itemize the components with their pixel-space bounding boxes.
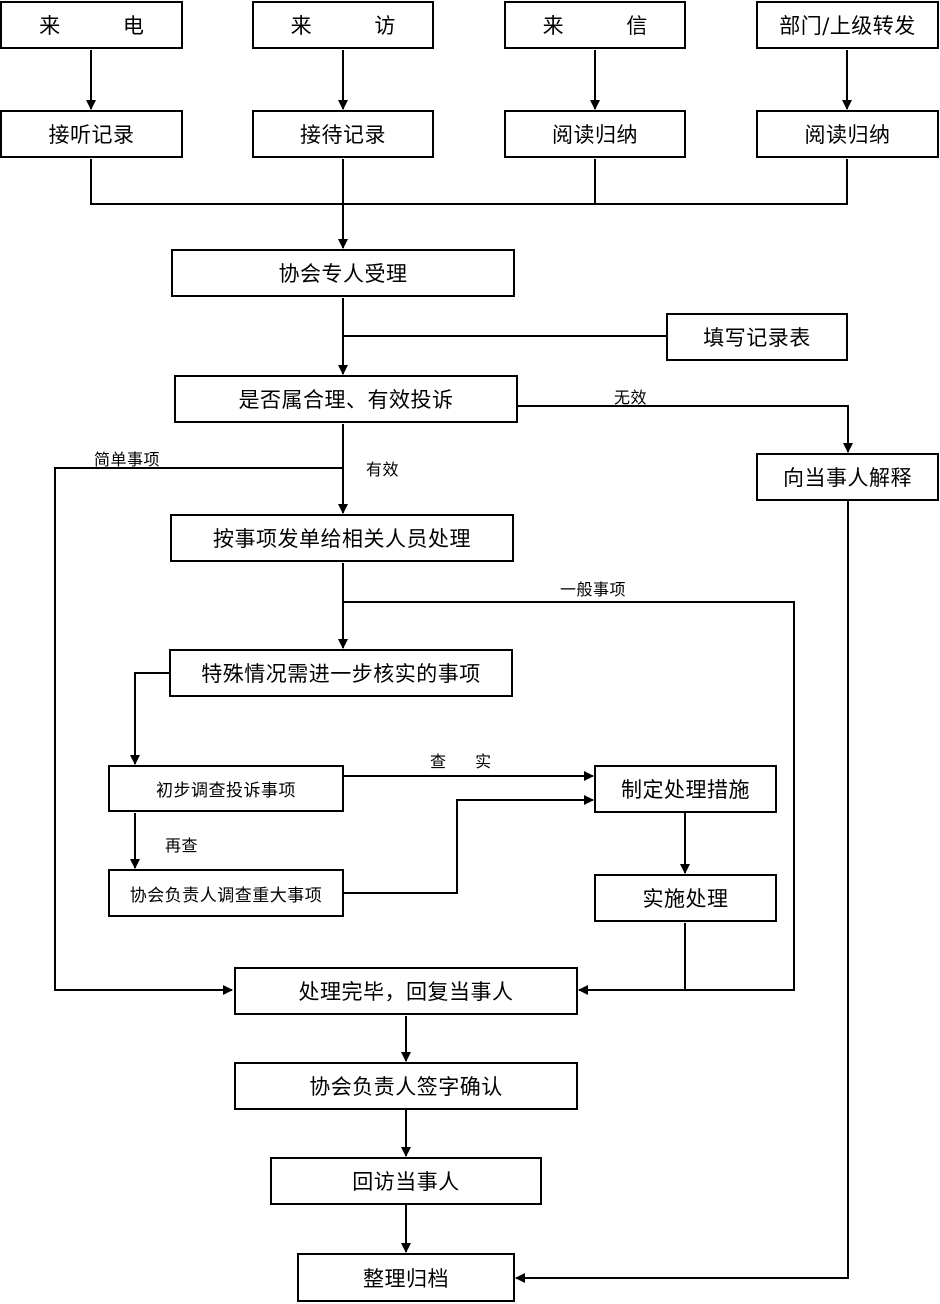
step-sign: 协会负责人签字确认 bbox=[234, 1062, 578, 1110]
step-fill-form-label: 填写记录表 bbox=[703, 326, 811, 350]
source-letter-label: 来 信 bbox=[542, 14, 676, 38]
step-implement-label: 实施处理 bbox=[642, 887, 729, 911]
arrow-invalid bbox=[518, 405, 853, 453]
step-explain-label: 向当事人解释 bbox=[783, 466, 912, 490]
intake-visit-record: 接待记录 bbox=[252, 110, 434, 158]
source-phone-label: 来 电 bbox=[39, 14, 172, 38]
arrow-major-measures bbox=[344, 795, 594, 894]
step-major: 协会负责人调查重大事项 bbox=[108, 869, 344, 917]
source-visit-label: 来 访 bbox=[290, 14, 424, 38]
step-fill-form: 填写记录表 bbox=[666, 313, 848, 361]
arrow-explain-archive bbox=[515, 501, 849, 1283]
step-prelim-label: 初步调查投诉事项 bbox=[156, 781, 296, 801]
label-general: 一般事项 bbox=[560, 580, 627, 599]
step-major-label: 协会负责人调查重大事项 bbox=[129, 885, 323, 906]
intake-visit-record-label: 接待记录 bbox=[300, 123, 386, 147]
step-archive: 整理归档 bbox=[297, 1253, 515, 1302]
intake-forward-read-label: 阅读归纳 bbox=[804, 123, 891, 147]
step-accept: 协会专人受理 bbox=[171, 249, 515, 297]
label-valid: 有效 bbox=[366, 460, 400, 479]
step-measures: 制定处理措施 bbox=[594, 765, 777, 813]
step-reply-label: 处理完毕，回复当事人 bbox=[298, 980, 514, 1004]
source-letter: 来 信 bbox=[504, 1, 686, 49]
label-verified: 查 实 bbox=[430, 752, 504, 771]
step-prelim: 初步调查投诉事项 bbox=[108, 765, 344, 812]
source-phone: 来 电 bbox=[0, 1, 183, 49]
step-special: 特殊情况需进一步核实的事项 bbox=[169, 649, 513, 697]
step-reply: 处理完毕，回复当事人 bbox=[234, 967, 578, 1015]
step-dispatch-label: 按事项发单给相关人员处理 bbox=[213, 527, 471, 551]
intake-letter-read: 阅读归纳 bbox=[504, 110, 686, 158]
arrow-general bbox=[343, 601, 795, 995]
step-accept-label: 协会专人受理 bbox=[278, 262, 408, 286]
step-explain: 向当事人解释 bbox=[756, 453, 939, 501]
step-judge: 是否属合理、有效投诉 bbox=[174, 375, 518, 423]
intake-forward-read: 阅读归纳 bbox=[756, 110, 939, 158]
intake-phone-record: 接听记录 bbox=[0, 110, 183, 158]
intake-letter-read-label: 阅读归纳 bbox=[552, 123, 638, 147]
step-measures-label: 制定处理措施 bbox=[621, 778, 750, 802]
step-revisit-label: 回访当事人 bbox=[352, 1170, 460, 1194]
label-recheck: 再查 bbox=[165, 836, 199, 855]
step-special-label: 特殊情况需进一步核实的事项 bbox=[201, 662, 481, 686]
label-simple: 简单事项 bbox=[94, 450, 161, 469]
step-implement: 实施处理 bbox=[594, 874, 777, 922]
source-visit: 来 访 bbox=[252, 1, 434, 49]
step-revisit: 回访当事人 bbox=[270, 1157, 542, 1205]
merge-line bbox=[90, 159, 848, 205]
label-invalid: 无效 bbox=[614, 388, 648, 407]
source-forward-label: 部门/上级转发 bbox=[779, 14, 916, 38]
step-archive-label: 整理归档 bbox=[363, 1266, 449, 1291]
step-judge-label: 是否属合理、有效投诉 bbox=[238, 388, 454, 412]
arrow-special-prelim bbox=[130, 672, 170, 765]
step-dispatch: 按事项发单给相关人员处理 bbox=[170, 514, 514, 562]
arrow-simple bbox=[54, 467, 343, 995]
step-sign-label: 协会负责人签字确认 bbox=[309, 1075, 503, 1099]
source-forward: 部门/上级转发 bbox=[756, 1, 939, 49]
intake-phone-record-label: 接听记录 bbox=[48, 123, 135, 147]
